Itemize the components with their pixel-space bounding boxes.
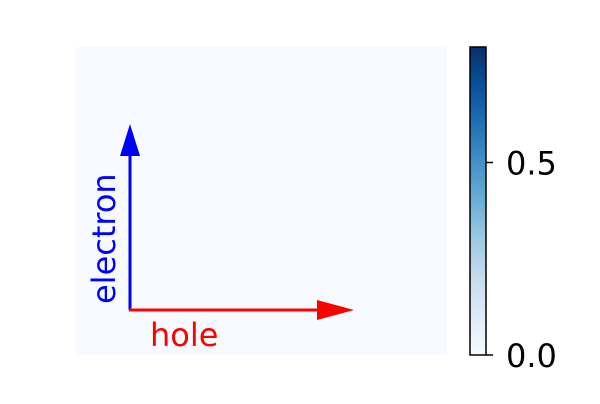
colorbar-ticks: 0.0 0.5: [486, 145, 557, 375]
colorbar-tick-label: 0.0: [506, 337, 557, 375]
electron-arrow-head: [120, 124, 140, 156]
electron-label: electron: [85, 173, 123, 304]
colorbar-tick-label: 0.5: [506, 145, 557, 183]
hole-arrow-head: [317, 300, 354, 320]
colorbar: 0.0 0.5: [469, 46, 557, 375]
hole-label: hole: [150, 316, 218, 354]
hole-arrow: [129, 300, 354, 320]
colorbar-gradient: [469, 46, 487, 356]
electron-arrow: [120, 124, 140, 310]
heatmap-cell: [75, 47, 447, 355]
